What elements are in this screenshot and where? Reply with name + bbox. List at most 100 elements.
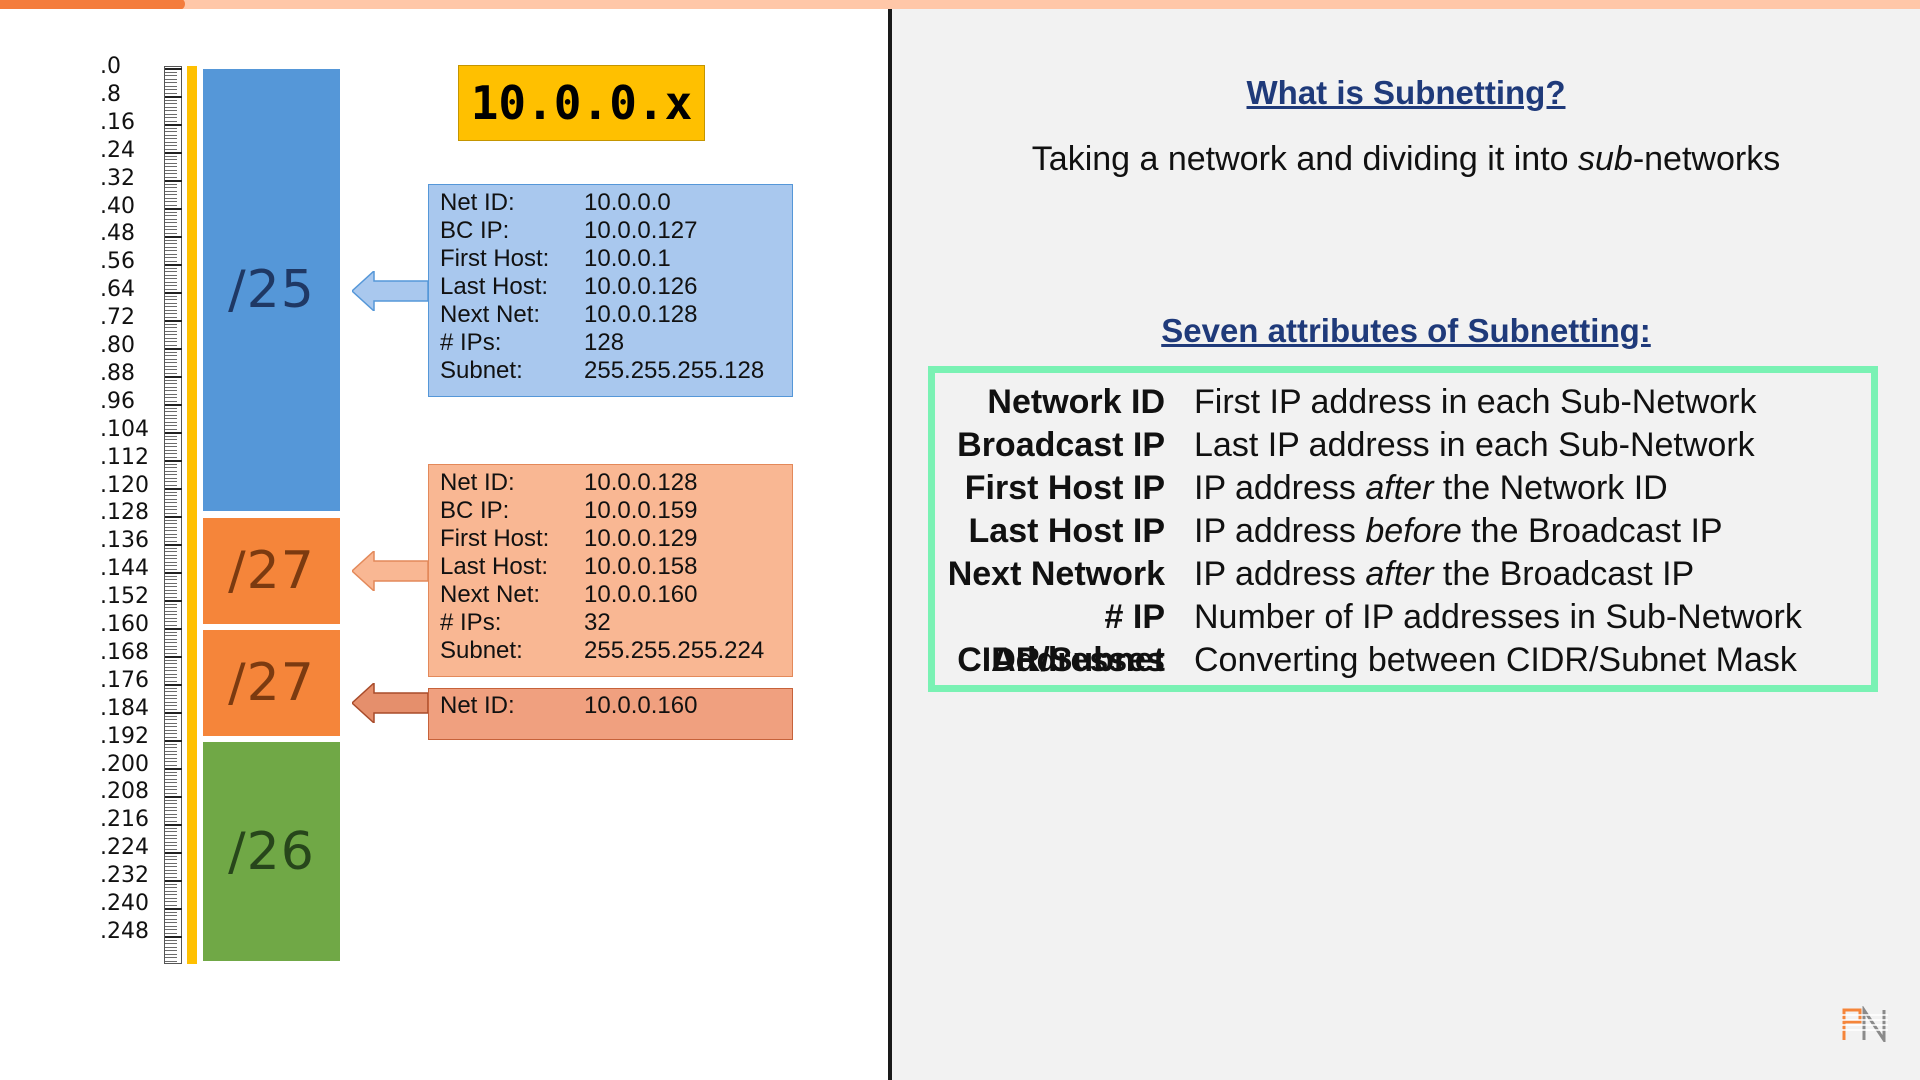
ruler-minor-tick [165,407,177,409]
ruler-minor-tick [165,327,177,328]
info-key: Net ID: [440,189,515,216]
ruler-minor-tick [165,141,177,143]
ruler-minor-tick [165,190,177,192]
info-row: Last Host:10.0.0.158 [440,553,792,581]
ruler-minor-tick [165,558,177,559]
ruler-minor-tick [165,113,177,115]
ruler-minor-tick [165,680,177,682]
subnet-info-box-next: Net ID: 10.0.0.160 [428,688,793,740]
ruler-minor-tick [165,890,177,892]
ruler-label: .88 [100,360,135,386]
brand-logo-icon [1842,1006,1888,1042]
ruler-minor-tick [165,722,177,724]
ruler-major-tick [165,404,182,406]
ruler-minor-tick [165,547,177,549]
ruler-minor-tick [165,614,177,615]
info-key: Next Net: [440,581,541,608]
info-key: # IPs: [440,609,502,636]
ruler-minor-tick [165,603,177,605]
ruler-minor-tick [165,736,177,738]
ruler-minor-tick [165,75,177,76]
ruler-major-tick [165,320,182,322]
ruler-minor-tick [165,873,177,874]
ruler-minor-tick [165,817,177,818]
ruler-minor-tick [165,575,177,577]
ruler-minor-tick [165,99,177,101]
ruler-minor-tick [165,127,177,129]
info-row: Net ID: 10.0.0.160 [440,692,792,720]
definition-text-end: -networks [1632,140,1781,178]
attribute-name: # IP Addresses [991,598,1165,679]
ruler-major-tick [165,796,182,798]
ruler-minor-tick [165,386,177,388]
ruler-minor-tick [165,701,177,703]
ruler-minor-tick [165,145,177,146]
ruler-label: .160 [100,612,149,637]
ruler-minor-tick [165,302,177,304]
ruler-major-tick [165,544,182,546]
video-progress-handle[interactable] [172,0,185,10]
ruler-minor-tick [165,799,177,801]
definition-emphasis: sub [1578,140,1633,178]
subnet-block-26: /26 [203,742,340,961]
ruler-minor-tick [165,344,177,346]
ruler-minor-tick [165,159,177,160]
ruler-major-tick [165,628,182,630]
info-value: 10.0.0.158 [584,553,698,580]
ruler-minor-tick [165,778,177,780]
info-key: Last Host: [440,273,549,300]
ruler-minor-tick [165,820,177,822]
ruler-minor-tick [165,71,177,73]
ruler-major-tick [165,236,182,238]
video-progress-bar[interactable] [0,0,1920,10]
ruler-minor-tick [165,894,177,895]
ruler-minor-tick [165,78,177,80]
ruler-minor-tick [165,271,177,272]
ruler-minor-tick [165,313,177,314]
ruler-major-tick [165,264,182,266]
ruler-minor-tick [165,631,177,633]
ruler-minor-tick [165,162,177,164]
ruler-major-tick [165,740,182,742]
ruler-minor-tick [165,166,177,167]
ruler-minor-tick [165,715,177,717]
ruler-minor-tick [165,316,177,318]
attribute-description-text: First IP address in each Sub-Network [1194,383,1757,421]
ruler-minor-tick [165,309,177,311]
ruler-minor-tick [165,446,177,447]
ruler-minor-tick [165,862,177,864]
attribute-name: Last Host IP [968,512,1165,550]
info-value: 255.255.255.224 [584,637,765,664]
ruler-minor-tick [165,708,177,710]
ruler-minor-tick [165,743,177,745]
ruler-minor-tick [165,117,177,118]
ruler-minor-tick [165,943,177,944]
ruler-minor-tick [165,810,177,811]
ruler-minor-tick [165,131,177,132]
ruler-minor-tick [165,369,177,370]
ruler-minor-tick [165,694,177,696]
info-key: Net ID: [440,469,515,496]
ruler-label: .248 [100,918,149,944]
left-arrow-icon [352,271,428,311]
ruler-major-tick [165,152,182,154]
ruler-minor-tick [165,449,177,451]
ruler-minor-tick [165,222,177,223]
ruler-minor-tick [165,831,177,832]
ruler-minor-tick [165,89,177,90]
ruler-minor-tick [165,456,177,458]
attribute-description-text: IP address [1194,469,1366,507]
ruler-major-tick [165,208,182,210]
ruler-major-tick [165,292,182,294]
subnet-block-27-first: /27 [203,518,340,624]
info-value: 10.0.0.126 [584,273,698,300]
ruler-minor-tick [165,586,177,587]
ruler-minor-tick [165,463,177,465]
info-row: First Host:10.0.0.1 [440,245,792,273]
ruler-minor-tick [165,617,177,619]
ruler-minor-tick [165,390,177,391]
ruler-minor-tick [165,729,177,731]
ruler-minor-tick [165,635,177,636]
